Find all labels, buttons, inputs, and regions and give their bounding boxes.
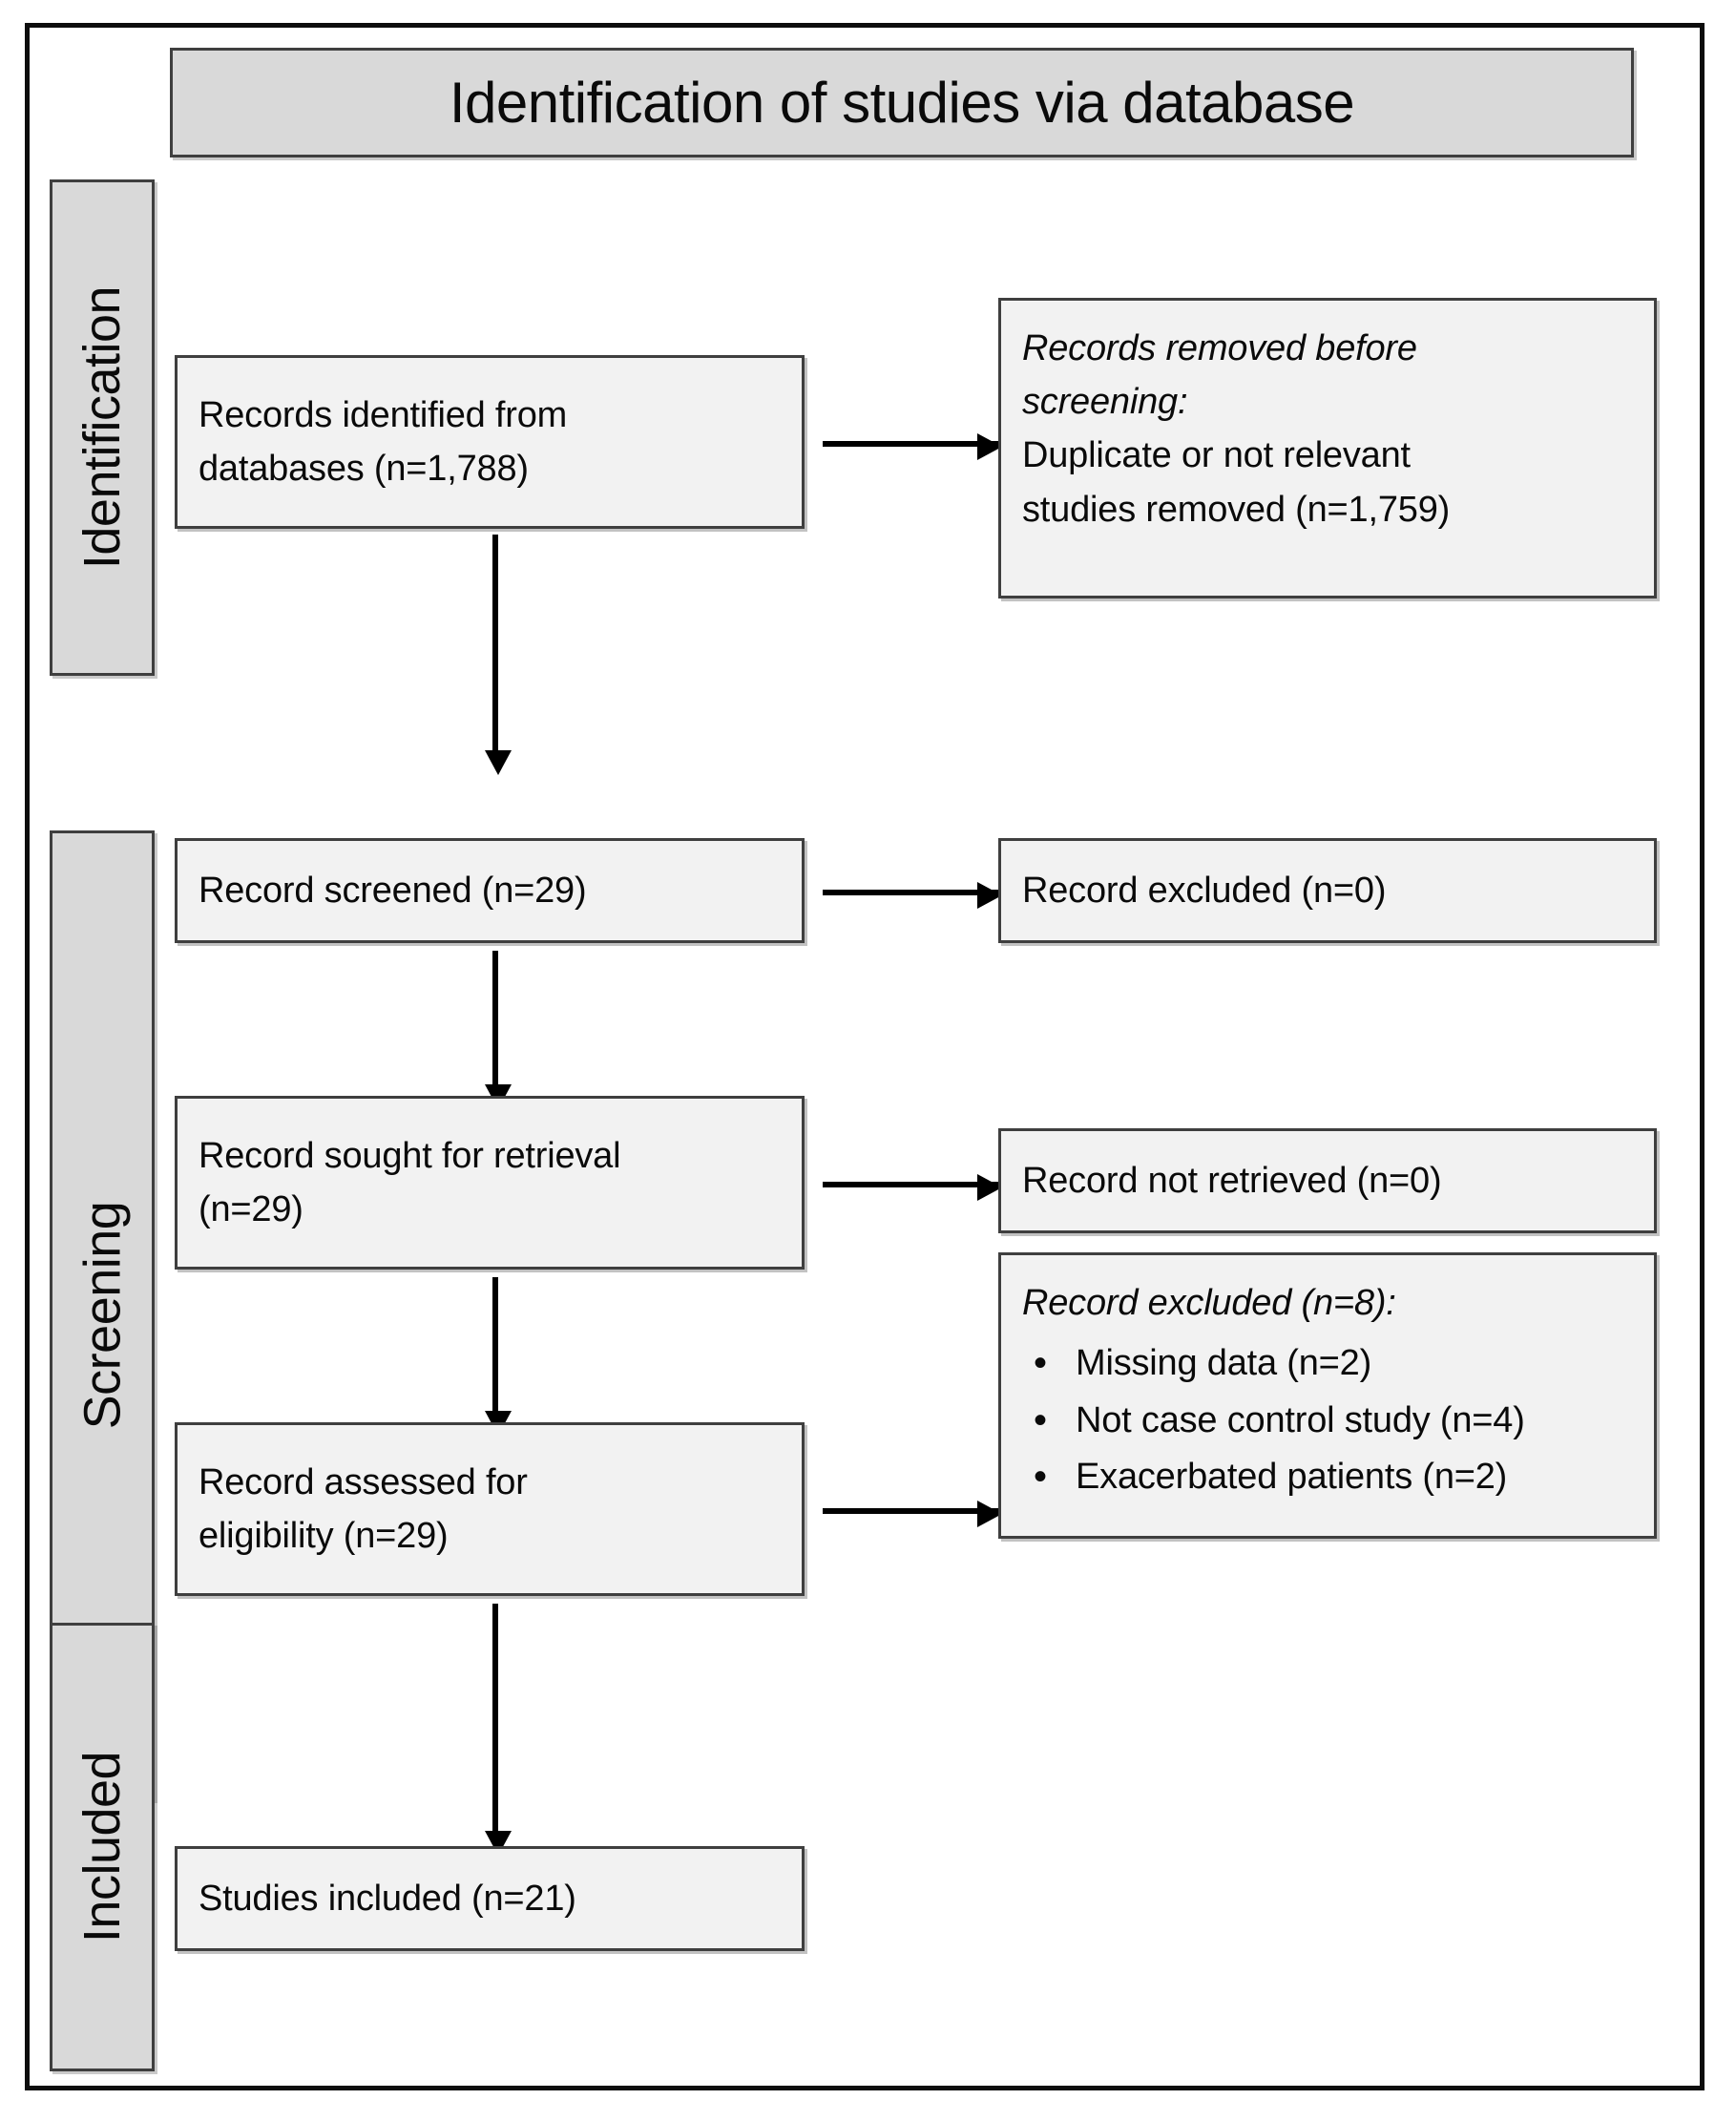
box-record-sought-text: Record sought for retrieval (n=29) [199,1129,788,1236]
box-record-excluded-zero-text: Record excluded (n=0) [1022,864,1641,917]
box-record-screened: Record screened (n=29) [175,838,805,943]
records-identified-line-1: Records identified from [199,394,568,435]
stage-label-screening-text: Screening [73,1201,132,1430]
records-removed-line-1: Records removed before [1022,328,1417,368]
box-studies-included: Studies included (n=21) [175,1846,805,1951]
diagram-title-text: Identification of studies via database [449,71,1355,135]
diagram-title-banner: Identification of studies via database [170,48,1634,158]
list-item: Not case control study (n=4) [1034,1390,1641,1450]
box-record-excluded-eight: Record excluded (n=8): Missing data (n=2… [998,1252,1657,1539]
box-record-assessed: Record assessed for eligibility (n=29) [175,1422,805,1596]
box-record-assessed-text: Record assessed for eligibility (n=29) [199,1456,788,1563]
records-removed-line-2: screening: [1022,382,1188,423]
arrow-assessed-to-excluded-eight [823,1501,1002,1527]
studies-included-line-1: Studies included (n=21) [199,1878,576,1919]
stage-label-identification-text: Identification [73,285,132,570]
box-records-removed-text: Records removed before screening: Duplic… [1022,322,1641,536]
stage-label-identification: Identification [50,179,155,676]
list-item: Exacerbated patients (n=2) [1034,1447,1641,1507]
box-record-excluded-zero: Record excluded (n=0) [998,838,1657,943]
record-excluded-eight-list: Missing data (n=2) Not case control stud… [1022,1334,1641,1507]
box-records-identified: Records identified from databases (n=1,7… [175,355,805,529]
box-records-removed: Records removed before screening: Duplic… [998,298,1657,598]
arrow-identified-to-removed [823,433,1002,460]
records-identified-line-2: databases (n=1,788) [199,449,529,489]
record-excluded-zero-line-1: Record excluded (n=0) [1022,870,1387,911]
box-record-not-retrieved: Record not retrieved (n=0) [998,1128,1657,1233]
stage-label-included-text: Included [73,1751,132,1943]
box-record-not-retrieved-text: Record not retrieved (n=0) [1022,1154,1641,1208]
record-sought-line-2: (n=29) [199,1189,303,1229]
box-record-sought: Record sought for retrieval (n=29) [175,1096,805,1270]
list-item: Missing data (n=2) [1034,1334,1641,1394]
arrow-assessed-to-included [485,1604,512,1856]
records-removed-line-4: studies removed (n=1,759) [1022,489,1451,530]
record-excluded-eight-heading: Record excluded (n=8): [1022,1283,1396,1323]
arrow-identified-to-screened [485,535,512,775]
diagram-outer-frame [25,23,1705,2090]
records-removed-line-3: Duplicate or not relevant [1022,435,1411,476]
record-screened-line-1: Record screened (n=29) [199,870,587,911]
stage-label-included: Included [50,1623,155,2071]
record-not-retrieved-line-1: Record not retrieved (n=0) [1022,1160,1442,1201]
box-record-screened-text: Record screened (n=29) [199,864,788,917]
record-assessed-line-1: Record assessed for [199,1461,528,1502]
arrow-screened-to-sought [485,951,512,1109]
record-sought-line-1: Record sought for retrieval [199,1135,621,1176]
arrow-sought-to-assessed [485,1277,512,1436]
box-studies-included-text: Studies included (n=21) [199,1872,788,1925]
arrow-screened-to-excluded-zero [823,882,1002,909]
box-records-identified-text: Records identified from databases (n=1,7… [199,388,788,495]
record-assessed-line-2: eligibility (n=29) [199,1516,449,1556]
box-record-excluded-eight-text: Record excluded (n=8): Missing data (n=2… [1022,1276,1641,1507]
arrow-sought-to-not-retrieved [823,1174,1002,1201]
